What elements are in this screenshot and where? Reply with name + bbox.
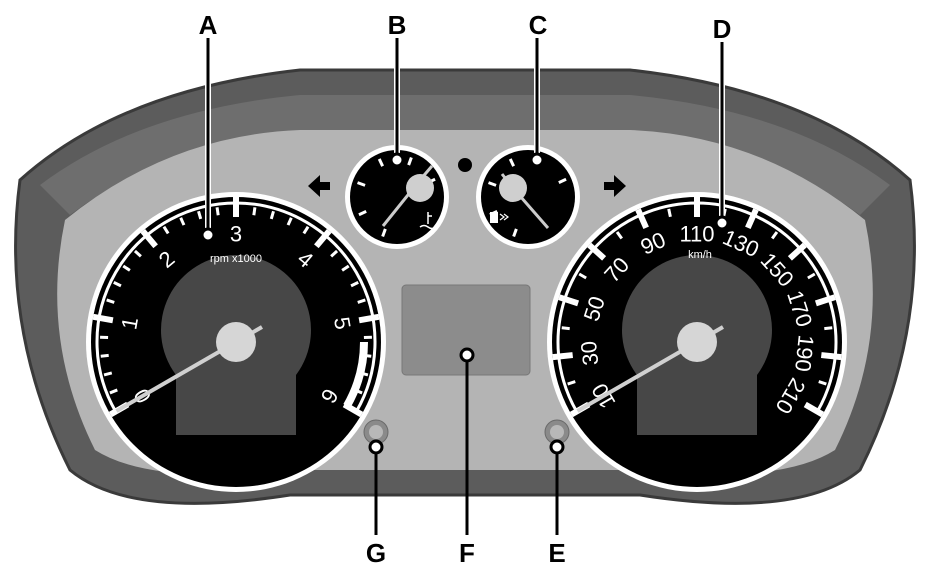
tachometer-minor-tick [106, 298, 115, 304]
callout-d: D [713, 14, 732, 44]
tachometer-minor-tick [302, 225, 310, 235]
callout-c: C [529, 10, 548, 40]
speedometer-minor-tick [667, 208, 672, 218]
callout-b: B [388, 10, 407, 40]
speedometer-needle-hub [677, 322, 717, 362]
callout-dot-g [368, 439, 384, 455]
speedometer-minor-tick [561, 326, 570, 331]
tachometer-minor-tick [252, 207, 257, 216]
callout-dot-c [529, 152, 545, 168]
callout-e: E [548, 538, 565, 568]
speedometer-major-tick [745, 208, 759, 230]
tachometer-redline-zone [343, 341, 368, 408]
speedometer-major-tick [787, 242, 807, 261]
speedometer-minor-tick [818, 380, 827, 386]
speedometer-number: 190 [790, 334, 819, 373]
tachometer-minor-tick [330, 249, 339, 258]
tachometer-minor-tick [215, 207, 220, 216]
callout-a: A [199, 10, 218, 40]
speedometer-major-tick [814, 294, 836, 307]
fuel-gauge [476, 145, 580, 249]
tachometer-minor-tick [133, 249, 142, 258]
gauge-tick [508, 158, 515, 167]
gauge-tick [512, 228, 518, 237]
tachometer-minor-tick [269, 210, 275, 220]
callout-dot-a [200, 227, 216, 243]
warning-light [458, 158, 472, 172]
callout-dot-b [389, 152, 405, 168]
callout-g: G [366, 538, 386, 568]
gauge-tick [488, 181, 497, 187]
tachometer-minor-tick [162, 225, 170, 235]
speedometer-major-tick [587, 242, 607, 261]
speedometer-scale-arc [556, 201, 838, 413]
speedometer-number: 30 [576, 340, 603, 367]
tachometer-minor-tick [357, 298, 366, 304]
tachometer-minor-tick [113, 281, 122, 288]
right-turn-arrow-icon [604, 175, 626, 197]
callout-f: F [459, 538, 475, 568]
left-turn-arrow-icon [308, 175, 330, 197]
speedometer-minor-tick [807, 272, 816, 280]
tachometer-minor-tick [179, 217, 186, 226]
speedometer-minor-tick [771, 231, 779, 240]
callout-dot-e [549, 439, 565, 455]
tachometer-minor-tick [100, 353, 109, 358]
gauge-tick [358, 210, 367, 217]
coolant-temperature-icon [419, 212, 437, 230]
tachometer-major-tick [92, 313, 114, 324]
speedometer-minor-tick [567, 380, 576, 386]
callout-dot-d [714, 215, 730, 231]
tachometer-number: 1 [116, 315, 143, 331]
tachometer-minor-tick [350, 281, 359, 288]
fuel-pump-icon [490, 212, 509, 223]
tachometer-minor-tick [341, 264, 350, 272]
gauge-tick [381, 228, 387, 237]
speedometer-minor-tick [578, 272, 587, 280]
callout-dot-f [459, 347, 475, 363]
speedometer-major-tick [552, 352, 573, 361]
tachometer-major-tick [358, 313, 380, 324]
tachometer-minor-tick [103, 371, 113, 377]
cluster-hood [40, 95, 890, 215]
speedometer-major-tick [803, 401, 825, 418]
tachometer-major-tick [140, 228, 158, 249]
tachometer-major-tick [314, 228, 332, 249]
speedometer-minor-tick [615, 231, 623, 240]
tachometer-scale-arc [95, 201, 377, 413]
temperature-gauge [345, 145, 449, 249]
tachometer-number: 5 [329, 315, 356, 331]
left-control-knob[interactable] [363, 419, 389, 445]
tachometer-number: 3 [230, 222, 242, 247]
tachometer-minor-tick [286, 217, 293, 226]
speedometer-major-tick [635, 208, 649, 230]
speedometer-major-tick [558, 294, 580, 307]
tachometer-minor-tick [197, 210, 203, 220]
speedometer-number: 110 [679, 222, 714, 247]
gauge-tick [357, 181, 366, 187]
callouts [205, 38, 725, 535]
gauge-tick [377, 158, 384, 167]
speedometer-major-tick [821, 352, 842, 361]
tachometer-needle-hub [216, 322, 256, 362]
speedometer: km/h 1030507090110130150170190210 [547, 192, 847, 492]
speedometer-minor-tick [824, 326, 833, 331]
tachometer-minor-tick [109, 388, 118, 395]
right-control-knob[interactable] [544, 419, 570, 445]
speedometer-unit: km/h [688, 249, 712, 261]
gauge-tick [407, 157, 413, 166]
gauge-tick [558, 177, 567, 184]
tachometer-minor-tick [122, 264, 131, 272]
tachometer-unit: rpm x1000 [210, 253, 262, 265]
